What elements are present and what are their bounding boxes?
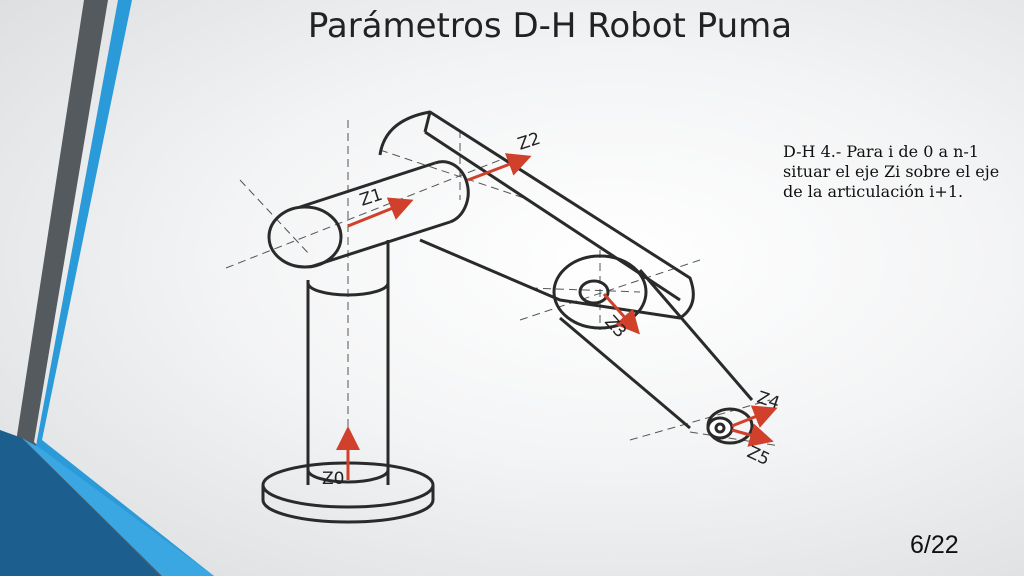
z5-arrow xyxy=(731,423,774,447)
robot-outline xyxy=(261,110,754,524)
base-plate-side xyxy=(261,485,435,524)
z1-arrow xyxy=(347,197,414,228)
dh-step-description: D-H 4.- Para i de 0 a n-1 situar el eje … xyxy=(783,142,1000,201)
dark-stripe xyxy=(16,0,170,576)
wrist-flange xyxy=(706,416,734,440)
z2-arrow xyxy=(467,153,532,182)
construction-lines xyxy=(225,120,781,480)
upper-arm xyxy=(378,110,695,320)
navy-stripe xyxy=(0,430,160,576)
elbow-joint xyxy=(552,254,648,330)
light-blue-stripe xyxy=(22,438,214,576)
page-title: Parámetros D-H Robot Puma xyxy=(307,6,793,46)
z5-label: Z5 xyxy=(744,442,773,470)
z-axes xyxy=(336,153,778,480)
z4-label: Z4 xyxy=(754,388,782,414)
z0-label: Z0 xyxy=(322,469,344,489)
blue-stripe xyxy=(36,0,214,576)
z3-arrow xyxy=(602,293,640,335)
z1-label: Z1 xyxy=(357,185,385,211)
page-number: 6/22 xyxy=(910,531,959,559)
shoulder-cylinder-end xyxy=(267,205,343,269)
z4-arrow xyxy=(731,405,778,428)
z2-label: Z2 xyxy=(515,129,543,155)
elbow-pin xyxy=(578,279,610,305)
